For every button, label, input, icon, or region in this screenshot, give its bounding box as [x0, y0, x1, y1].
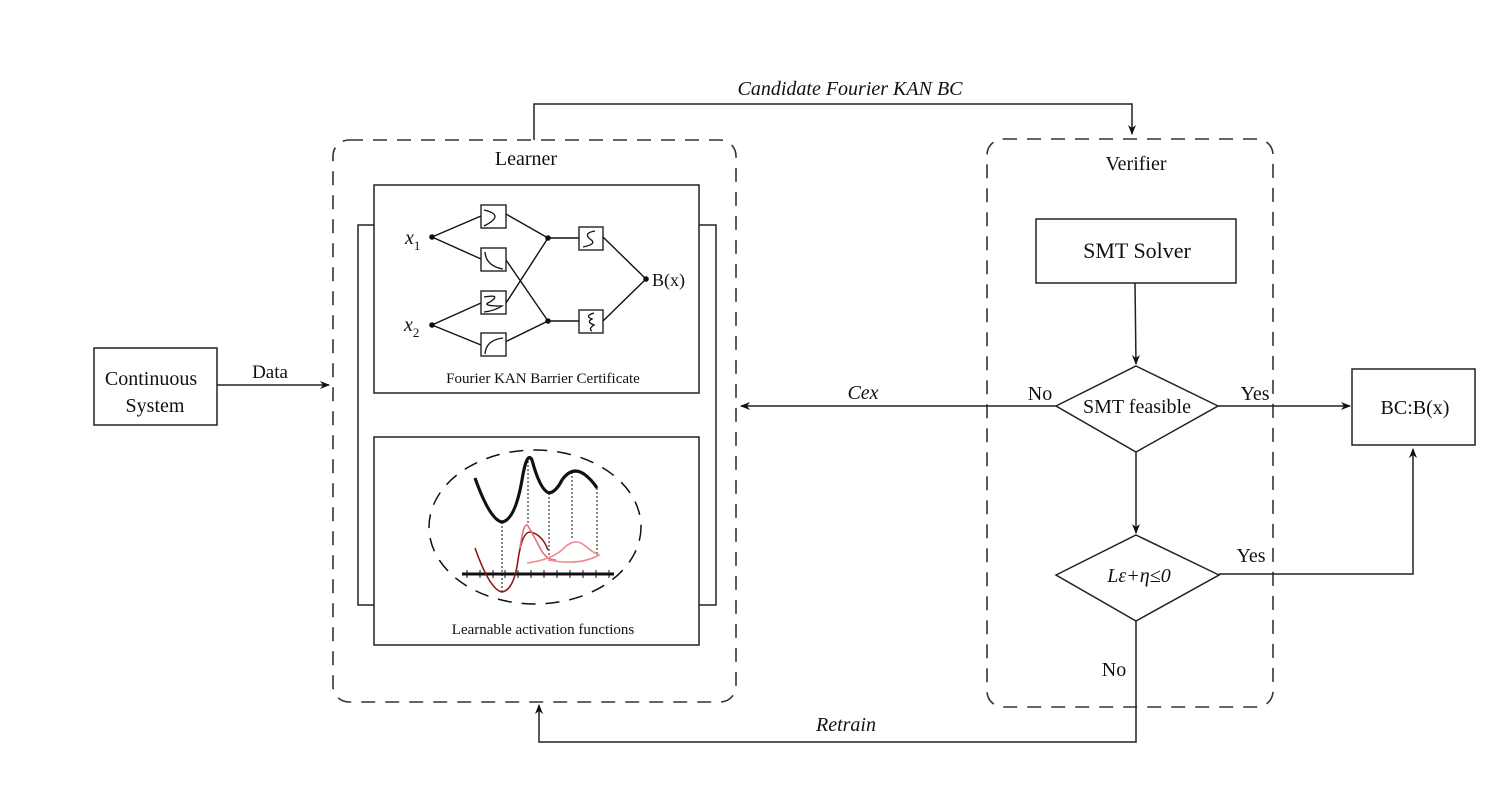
axis-ticks [466, 570, 610, 578]
activation-box-6 [578, 309, 604, 334]
verifier-container: Verifier [986, 138, 1274, 708]
candidate-edge: Candidate Fourier KAN BC [533, 78, 1136, 140]
activation-box-4 [480, 332, 507, 357]
lipschitz-yes-edge: Yes [1219, 448, 1417, 575]
projection-lines [501, 457, 598, 592]
feasible-no-label: No [1028, 383, 1052, 405]
activation-box-1 [480, 204, 507, 229]
learner-container: Learner [332, 139, 737, 703]
learner-left-bracket [357, 224, 374, 606]
continuous-system-label-line2: System [126, 395, 185, 417]
lipschitz-yes-label: Yes [1236, 545, 1265, 567]
feasible-yes-edge: Yes [1218, 383, 1351, 410]
barrier-certificate-result-node: BC:B(x) [1351, 368, 1476, 446]
verifier-title: Verifier [1105, 153, 1166, 175]
output-label: B(x) [652, 270, 685, 291]
retrain-edge: No Retrain [535, 621, 1137, 743]
feasible-yes-label: Yes [1240, 383, 1269, 405]
solver-to-feasible-edge [1131, 282, 1140, 365]
cex-edge-label: Cex [847, 382, 878, 404]
smt-solver-node: SMT Solver [1035, 218, 1237, 284]
activation-box-2 [480, 247, 507, 272]
basis-curve-dark-red [474, 531, 549, 593]
learner-title: Learner [495, 148, 558, 170]
lipschitz-condition-label: Lε+η≤0 [1106, 565, 1170, 587]
activation-box-5 [578, 226, 604, 251]
retrain-edge-label: Retrain [815, 714, 876, 736]
barrier-certificate-result-label: BC:B(x) [1381, 397, 1450, 419]
composite-curve [473, 455, 599, 524]
candidate-edge-label: Candidate Fourier KAN BC [738, 78, 964, 100]
lipschitz-no-label: No [1102, 659, 1126, 681]
input-x2-label: x2 [403, 314, 419, 340]
lipschitz-decision: Lε+η≤0 [1054, 534, 1221, 622]
basis-curve-pink [519, 524, 557, 561]
continuous-system-label-line1: Continuous [105, 368, 197, 390]
kan-panel: x1 x2 [373, 184, 700, 394]
activation-box-3 [480, 290, 507, 315]
kan-panel-caption: Fourier KAN Barrier Certificate [446, 371, 640, 387]
activation-ellipse [428, 449, 642, 605]
learner-right-bracket [699, 224, 717, 606]
activation-panel: Learnable activation functions [373, 436, 700, 646]
smt-feasible-label: SMT feasible [1083, 396, 1191, 418]
smt-feasible-decision: SMT feasible [1054, 365, 1220, 453]
activation-panel-caption: Learnable activation functions [452, 622, 635, 638]
data-edge: Data [217, 362, 330, 389]
continuous-system-node: Continuous System [93, 347, 218, 426]
kan-edges [431, 213, 647, 346]
smt-solver-label: SMT Solver [1083, 238, 1191, 263]
data-edge-label: Data [252, 362, 288, 383]
input-x1-label: x1 [404, 227, 420, 253]
cex-edge: Cex No [740, 382, 1056, 410]
basis-curve-light-pink [526, 541, 601, 564]
